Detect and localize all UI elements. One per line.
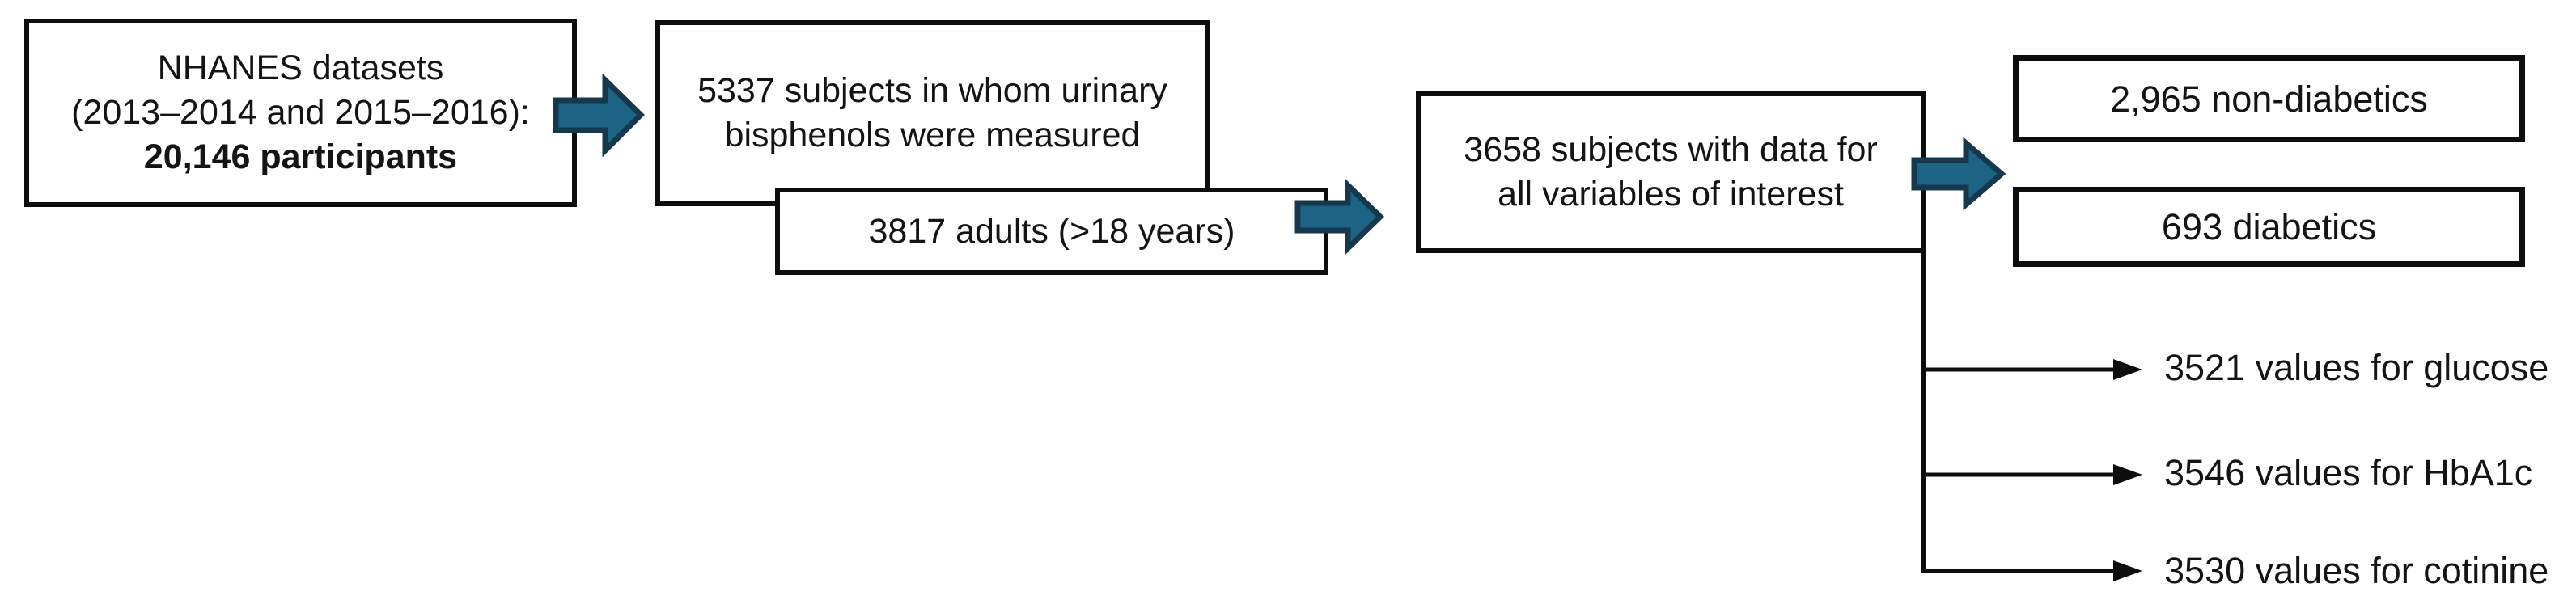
node-non-diabetics: 2,965 non-diabetics xyxy=(2013,55,2525,142)
node-line: bisphenols were measured xyxy=(724,116,1141,154)
node-line: 5337 subjects in whom urinary xyxy=(697,71,1167,110)
node-line: NHANES datasets xyxy=(157,49,444,87)
node-nhanes-datasets: NHANES datasets (2013–2014 and 2015–2016… xyxy=(24,19,577,207)
arrowhead-icon xyxy=(2113,359,2142,380)
branch-label-cotinine: 3530 values for cotinine xyxy=(2164,550,2549,591)
arrowhead-icon xyxy=(2113,464,2142,485)
block-arrow-right-icon xyxy=(1911,137,2006,211)
node-diabetics: 693 diabetics xyxy=(2013,187,2525,267)
node-line: 2,965 non-diabetics xyxy=(2110,78,2428,120)
branch-label-glucose: 3521 values for glucose xyxy=(2164,347,2549,388)
node-adults: 3817 adults (>18 years) xyxy=(775,188,1328,275)
node-line: (2013–2014 and 2015–2016): xyxy=(71,93,530,132)
node-line: 3817 adults (>18 years) xyxy=(868,211,1235,251)
arrowhead-icon xyxy=(2113,560,2142,581)
node-line-participants-count: 20,146 participants xyxy=(143,137,458,176)
node-line: 3658 subjects with data for xyxy=(1464,130,1878,169)
node-line: all variables of interest xyxy=(1498,175,1844,213)
branch-label-hba1c: 3546 values for HbA1c xyxy=(2164,452,2533,493)
node-line: 693 diabetics xyxy=(2161,206,2377,247)
node-all-variables: 3658 subjects with data for all variable… xyxy=(1416,91,1926,253)
node-urinary-bisphenols: 5337 subjects in whom urinary bisphenols… xyxy=(655,20,1210,206)
